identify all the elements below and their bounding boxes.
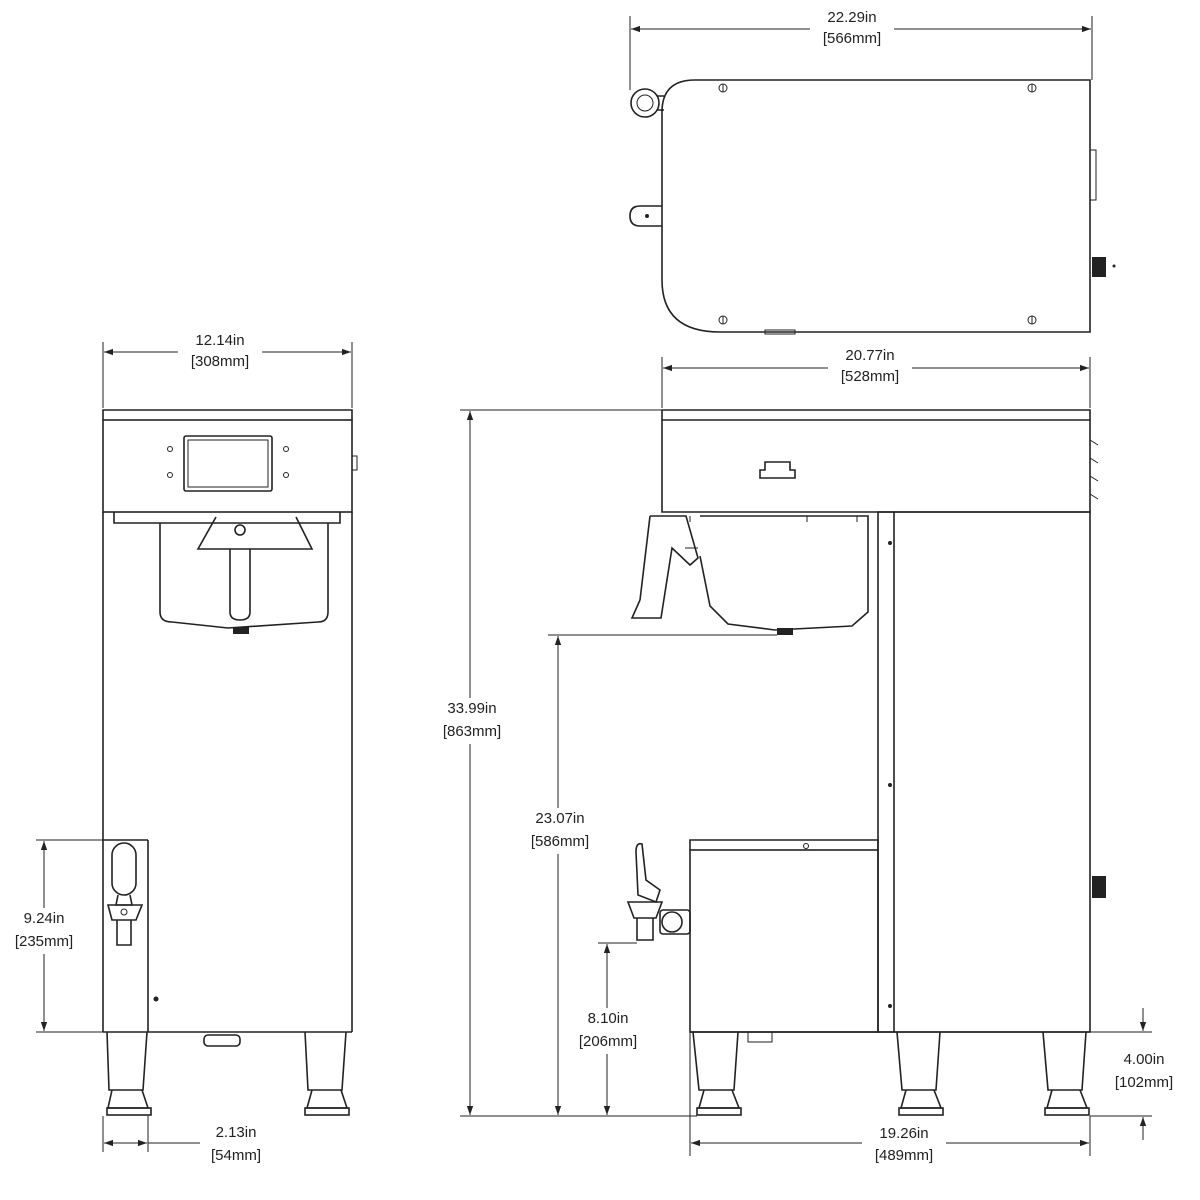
dimension-labels: 22.29in [566mm] 12.14in [308mm] 20.77in …: [4, 8, 1173, 1168]
top-width-mm: [566mm]: [823, 30, 881, 47]
overall-height-inches: 33.99in: [447, 700, 496, 717]
side-depth-inches: 20.77in: [845, 347, 894, 364]
overall-height-mm: [863mm]: [443, 723, 501, 740]
side-depth-mm: [528mm]: [841, 368, 899, 385]
leg-height-mm: [102mm]: [1115, 1074, 1173, 1091]
leg-offset-mm: [54mm]: [211, 1147, 261, 1164]
faucet-height-front-inches: 9.24in: [24, 910, 65, 927]
funnel-clearance-mm: [586mm]: [531, 833, 589, 850]
footprint-depth-inches: 19.26in: [879, 1125, 928, 1142]
leg-offset-inches: 2.13in: [216, 1124, 257, 1141]
top-view: [629, 79, 1116, 335]
faucet-height-front-mm: [235mm]: [15, 933, 73, 950]
top-width-inches: 22.29in: [827, 9, 876, 26]
side-view: [626, 409, 1106, 1116]
front-width-mm: [308mm]: [191, 353, 249, 370]
front-view: [102, 409, 358, 1116]
leg-height-inches: 4.00in: [1124, 1051, 1165, 1068]
front-width-inches: 12.14in: [195, 332, 244, 349]
footprint-depth-mm: [489mm]: [875, 1147, 933, 1164]
faucet-clearance-mm: [206mm]: [579, 1033, 637, 1050]
dimension-lines: [36, 16, 1152, 1156]
funnel-clearance-inches: 23.07in: [535, 810, 584, 827]
faucet-clearance-inches: 8.10in: [588, 1010, 629, 1027]
